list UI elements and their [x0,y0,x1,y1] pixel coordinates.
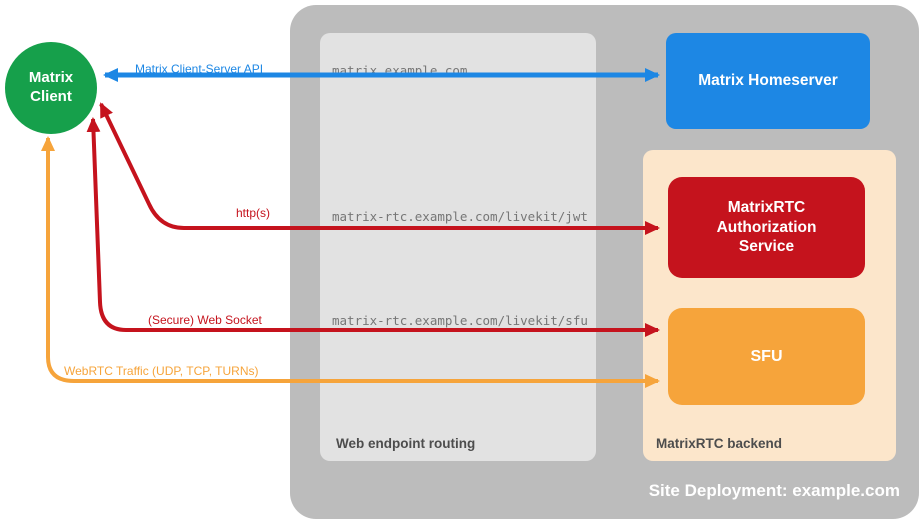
sfu-node: SFU [668,308,865,405]
matrix-client-node: Matrix Client [5,42,97,134]
routing-label: Web endpoint routing [336,436,476,451]
routing-endpoint-sfu: matrix-rtc.example.com/livekit/sfu [332,313,588,328]
routing-box [320,33,596,461]
matrix-homeserver-node: Matrix Homeserver [666,33,870,129]
arrow-label-webrtc-traffic: WebRTC Traffic (UDP, TCP, TURNs) [64,364,259,378]
arrow-label-websocket: (Secure) Web Socket [148,313,262,327]
arrow-label-https: http(s) [236,206,271,220]
arrow-label-client-server-api: Matrix Client-Server API [135,62,264,76]
routing-endpoint-homeserver: matrix.example.com [332,63,468,78]
site-deployment-title: Site Deployment: example.com [648,481,900,500]
backend-label: MatrixRTC backend [656,436,783,451]
matrixrtc-auth-service-node: MatrixRTC Authorization Service [668,177,865,278]
routing-endpoint-jwt: matrix-rtc.example.com/livekit/jwt [332,209,588,224]
